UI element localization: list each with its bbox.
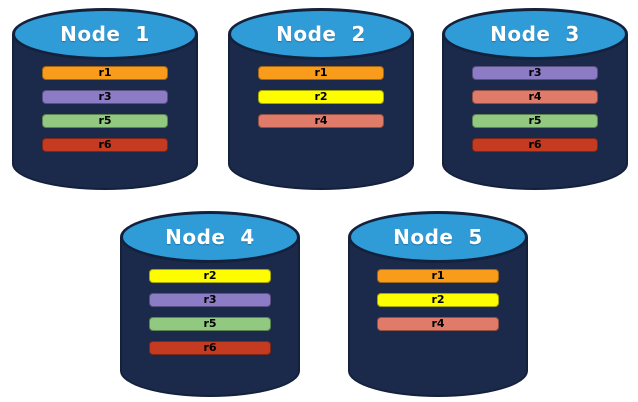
node-title: Node 3 — [490, 22, 580, 46]
replica-bar-r5: r5 — [148, 317, 272, 331]
replica-bar-r4: r4 — [471, 90, 599, 104]
node-title: Node 1 — [60, 22, 150, 46]
cylinder-body — [12, 34, 198, 190]
replica-bar-r5: r5 — [41, 114, 169, 128]
cylinder-top: Node 1 — [12, 8, 198, 60]
replica-list: r1 r3 r5 r6 — [41, 66, 169, 152]
replica-bar-r2: r2 — [148, 269, 272, 283]
replica-bar-r6: r6 — [148, 341, 272, 355]
replica-bar-r4: r4 — [257, 114, 385, 128]
node-cylinder-5: Node 5 r1 r2 r4 — [348, 211, 528, 397]
cylinder-top: Node 3 — [442, 8, 628, 60]
node-cylinder-4: Node 4 r2 r3 r5 r6 — [120, 211, 300, 397]
replica-bar-r3: r3 — [471, 66, 599, 80]
replica-bar-r2: r2 — [376, 293, 500, 307]
replica-bar-r1: r1 — [376, 269, 500, 283]
replica-bar-r5: r5 — [471, 114, 599, 128]
node-title: Node 4 — [165, 225, 255, 249]
node-title: Node 2 — [276, 22, 366, 46]
replica-list: r3 r4 r5 r6 — [471, 66, 599, 152]
cylinder-top: Node 4 — [120, 211, 300, 263]
replica-list: r1 r2 r4 — [257, 66, 385, 128]
replica-bar-r4: r4 — [376, 317, 500, 331]
cylinder-top: Node 2 — [228, 8, 414, 60]
replica-bar-r1: r1 — [257, 66, 385, 80]
node-cylinder-2: Node 2 r1 r2 r4 — [228, 8, 414, 190]
replica-bar-r3: r3 — [41, 90, 169, 104]
cylinder-body — [228, 34, 414, 190]
replica-list: r2 r3 r5 r6 — [148, 269, 272, 355]
cylinder-top: Node 5 — [348, 211, 528, 263]
replica-bar-r2: r2 — [257, 90, 385, 104]
cylinder-body — [442, 34, 628, 190]
replica-bar-r6: r6 — [41, 138, 169, 152]
replica-bar-r3: r3 — [148, 293, 272, 307]
replica-list: r1 r2 r4 — [376, 269, 500, 331]
replica-bar-r6: r6 — [471, 138, 599, 152]
node-cylinder-3: Node 3 r3 r4 r5 r6 — [442, 8, 628, 190]
node-cylinder-1: Node 1 r1 r3 r5 r6 — [12, 8, 198, 190]
replica-bar-r1: r1 — [41, 66, 169, 80]
node-title: Node 5 — [393, 225, 483, 249]
